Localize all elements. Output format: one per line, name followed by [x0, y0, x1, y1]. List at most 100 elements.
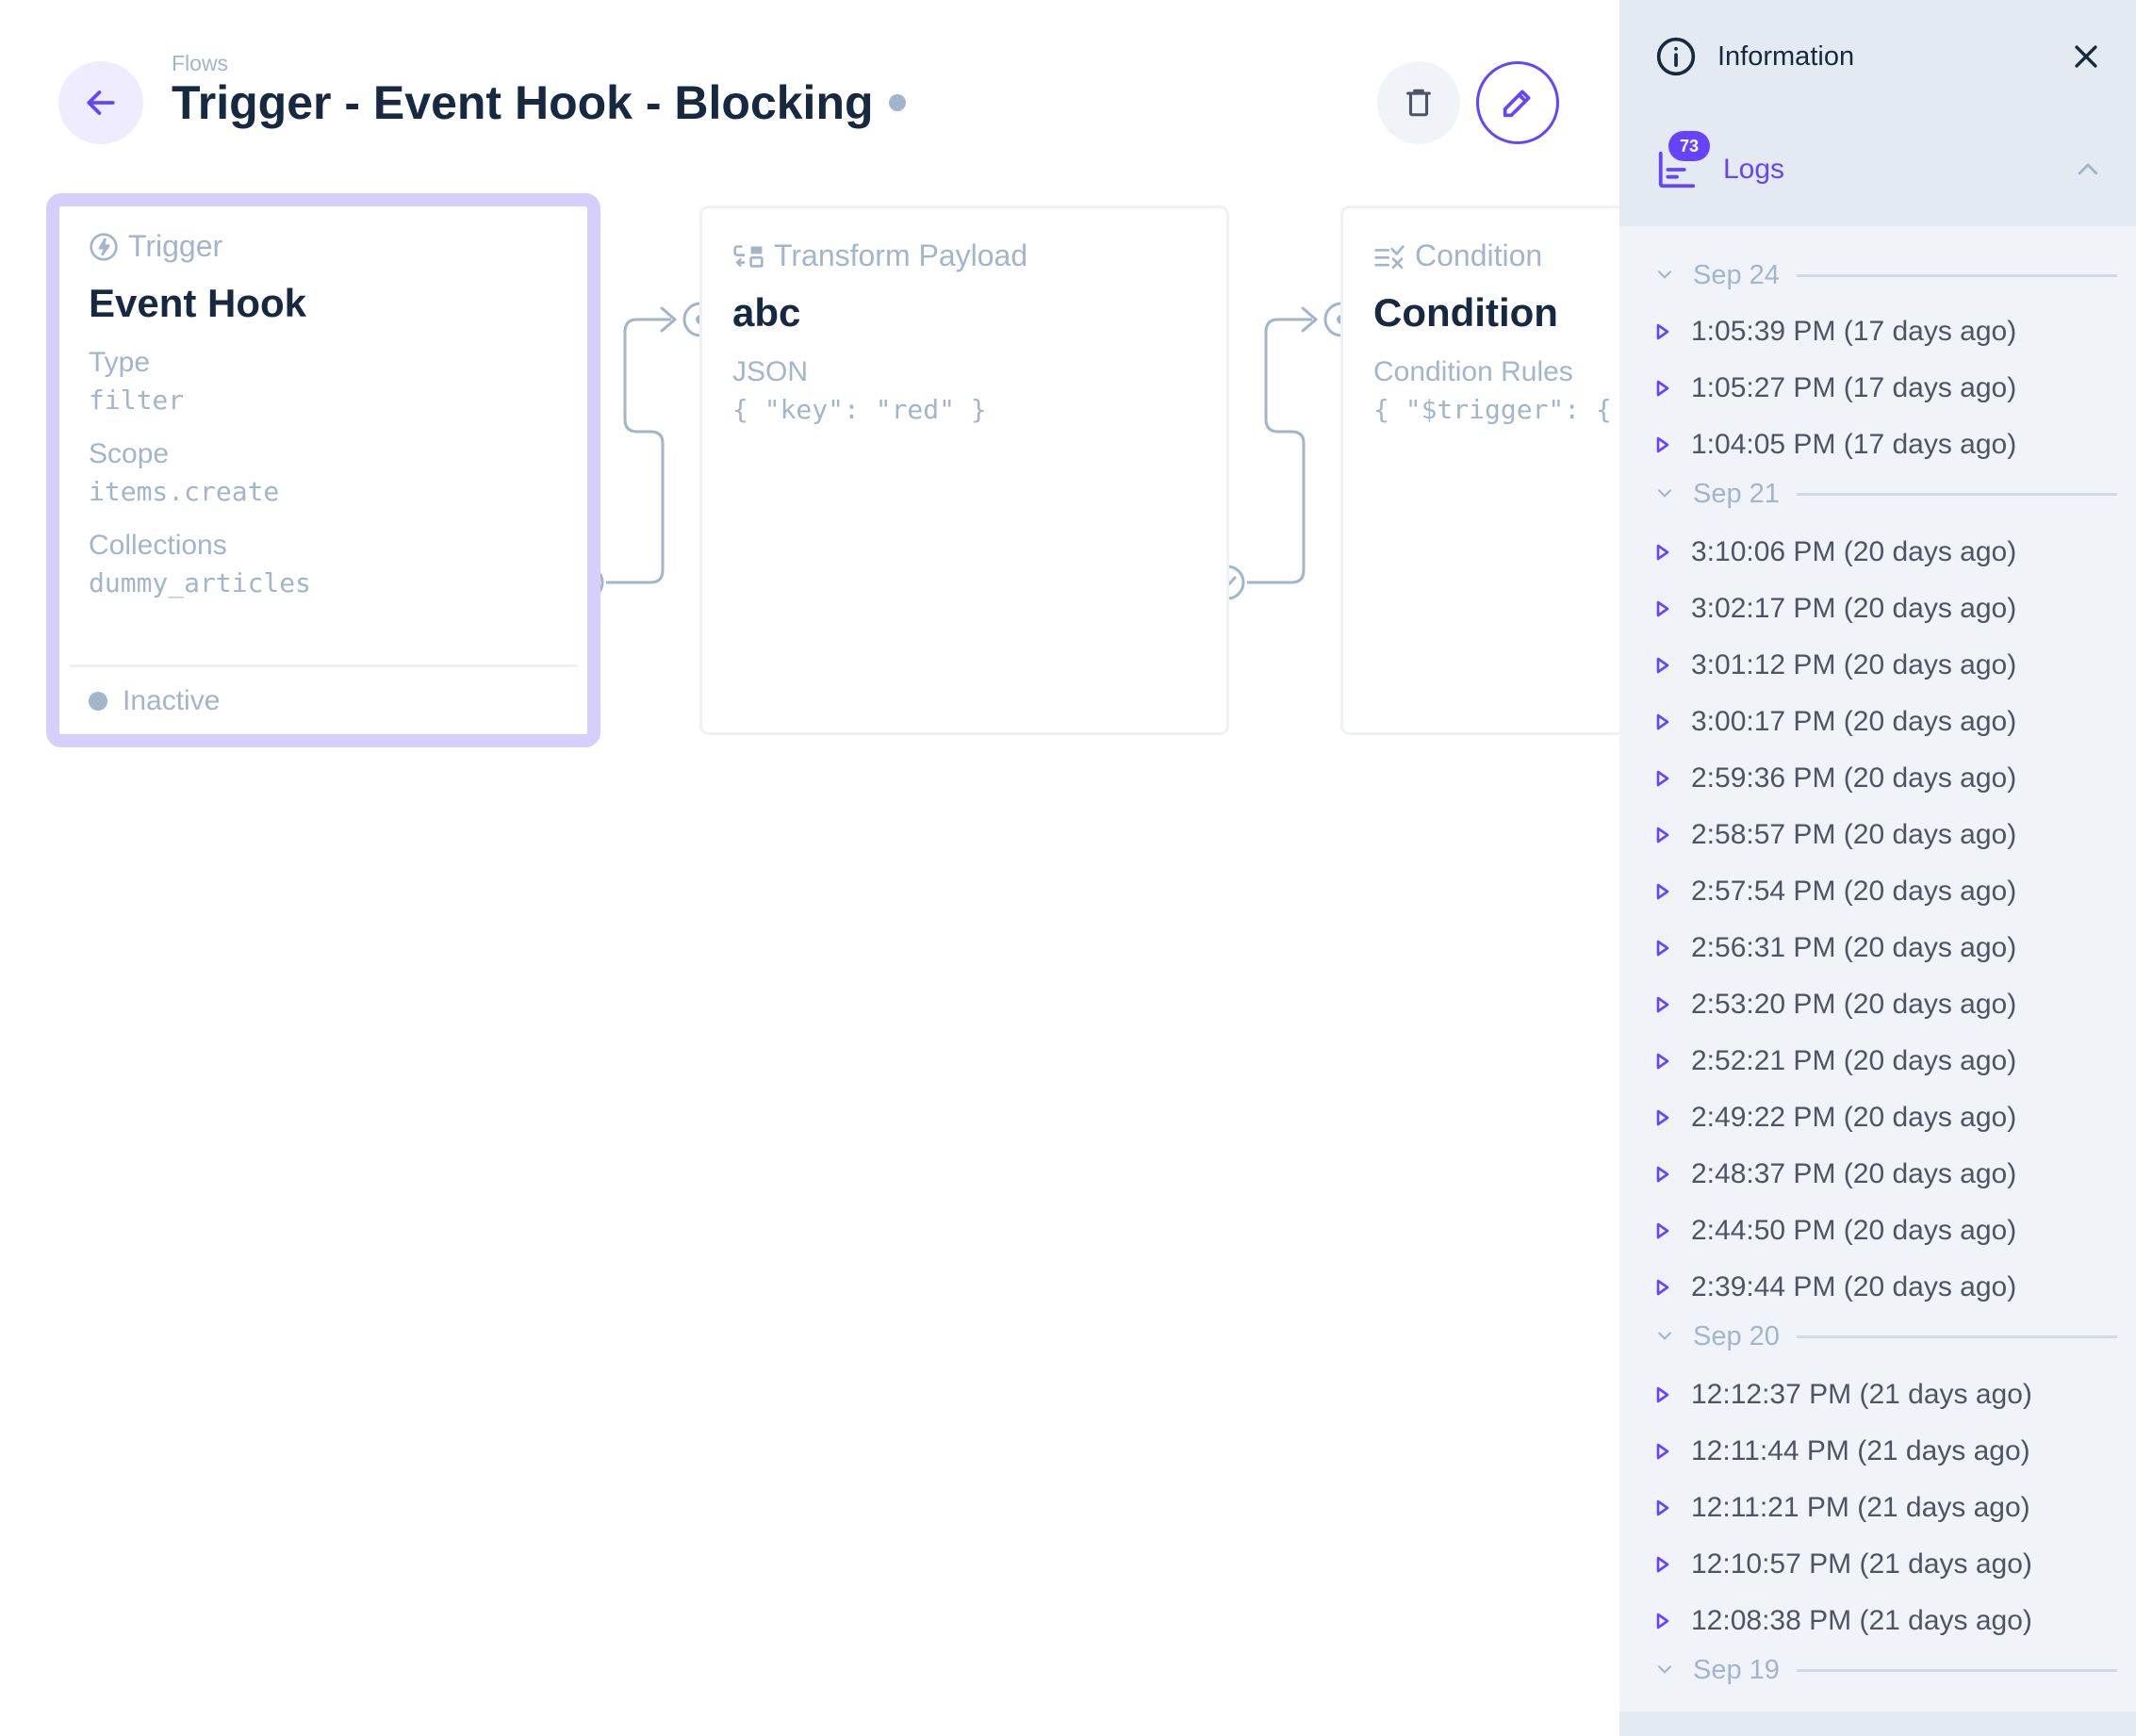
log-entry[interactable]: 3:10:06 PM (20 days ago) [1655, 524, 2117, 581]
field-label: Condition Rules [1373, 356, 1573, 387]
play-icon [1655, 435, 1676, 454]
log-entries: 3:10:06 PM (20 days ago) 3:02:17 PM (20 d… [1655, 515, 2117, 1316]
play-icon [1655, 599, 1676, 618]
log-entry[interactable]: 2:48:37 PM (20 days ago) [1655, 1146, 2117, 1203]
field-label: Collections [89, 530, 227, 561]
close-icon[interactable] [2070, 41, 2102, 73]
field-label: Scope [89, 438, 170, 469]
log-entry[interactable]: 2:58:57 PM (20 days ago) [1655, 807, 2117, 863]
log-group-header[interactable]: Sep 19 [1655, 1649, 2117, 1691]
connector-line [606, 318, 671, 584]
log-entry[interactable]: 12:11:44 PM (21 days ago) [1655, 1423, 2117, 1480]
breadcrumb[interactable]: Flows [172, 51, 229, 75]
log-entry-time: 2:39:44 PM (20 days ago) [1691, 1271, 2017, 1302]
log-group-date: Sep 24 [1693, 259, 1780, 290]
log-entry[interactable]: 2:39:44 PM (20 days ago) [1655, 1259, 2117, 1316]
play-icon [1655, 939, 1676, 958]
pencil-icon [1503, 90, 1531, 118]
log-entry[interactable]: 2:49:22 PM (20 days ago) [1655, 1089, 2117, 1146]
log-group-header[interactable]: Sep 21 [1655, 473, 2117, 515]
back-button[interactable] [58, 61, 143, 144]
play-icon [1655, 1612, 1676, 1630]
page-title: Trigger - Event Hook - Blocking [172, 75, 906, 130]
field-label: Type [89, 347, 151, 378]
play-icon [1655, 1221, 1676, 1240]
chevron-down-icon [1655, 479, 1676, 510]
status-dot [888, 94, 906, 111]
play-icon [1655, 543, 1676, 562]
connector-line [1247, 318, 1312, 584]
logs-label: Logs [1723, 154, 1785, 185]
panel-type-label: Condition [1415, 238, 1543, 272]
log-entry-time: 1:04:05 PM (17 days ago) [1691, 429, 2017, 460]
divider [1796, 273, 2117, 277]
panel-type: Condition [1373, 238, 1619, 273]
sidebar-title: Information [1717, 41, 1855, 72]
log-entry[interactable]: 2:52:21 PM (20 days ago) [1655, 1033, 2117, 1089]
log-entry[interactable]: 12:11:21 PM (21 days ago) [1655, 1480, 2117, 1536]
log-group-header[interactable]: Sep 24 [1655, 254, 2117, 296]
divider [1796, 1668, 2117, 1672]
log-entry[interactable]: 3:00:17 PM (20 days ago) [1655, 694, 2117, 750]
log-entry[interactable]: 12:10:57 PM (21 days ago) [1655, 1536, 2117, 1593]
panel-type: Trigger [89, 229, 558, 264]
log-entry[interactable]: 1:05:27 PM (17 days ago) [1655, 360, 2117, 417]
info-sidebar: Information 73 Logs Sep 24 1:05:39 PM (17… [1619, 0, 2136, 1736]
logs-section-toggle[interactable]: 73 Logs [1619, 113, 2136, 226]
log-entry[interactable]: 12:08:38 PM (21 days ago) [1655, 1593, 2117, 1649]
play-icon [1655, 712, 1676, 731]
log-entry[interactable]: 12:12:37 PM (21 days ago) [1655, 1367, 2117, 1423]
log-group: Sep 24 1:05:39 PM (17 days ago)1:05:27 PM… [1655, 254, 2117, 473]
delete-button[interactable] [1377, 61, 1460, 144]
log-entry-time: 2:59:36 PM (20 days ago) [1691, 762, 2017, 794]
connector-arrow [1301, 306, 1318, 333]
log-entry[interactable]: 2:44:50 PM (20 days ago) [1655, 1203, 2117, 1259]
edit-button[interactable] [1476, 61, 1559, 144]
log-entry-time: 2:57:54 PM (20 days ago) [1691, 876, 2017, 907]
log-entries: 1:05:39 PM (17 days ago)1:05:27 PM (17 d… [1655, 296, 2117, 473]
field-value: { "key": "red" } [732, 394, 987, 425]
log-entry[interactable]: 3:02:17 PM (20 days ago) [1655, 581, 2117, 637]
log-entries [1655, 1691, 2117, 1700]
log-entry-time: 2:53:20 PM (20 days ago) [1691, 989, 2017, 1020]
sidebar-header: Information [1619, 0, 2136, 113]
trigger-panel[interactable]: Trigger Event Hook Type filter Scope ite… [46, 193, 600, 747]
log-entry-time: 2:52:21 PM (20 days ago) [1691, 1045, 2017, 1076]
field-value: dummy_articles [89, 567, 312, 598]
logs-icon [1658, 151, 1696, 188]
flow-canvas[interactable]: Trigger Event Hook Type filter Scope ite… [0, 170, 1619, 1736]
log-entry[interactable]: 2:57:54 PM (20 days ago) [1655, 863, 2117, 920]
field-label: JSON [732, 356, 809, 387]
panel-type: Transform Payload [732, 238, 1196, 273]
panel-name: Condition [1373, 290, 1558, 335]
log-group-header[interactable]: Sep 20 [1655, 1316, 2117, 1357]
divider [1796, 1335, 2117, 1338]
log-entry[interactable]: 1:05:39 PM (17 days ago) [1655, 303, 2117, 360]
log-entry[interactable]: 2:53:20 PM (20 days ago) [1655, 976, 2117, 1033]
log-entry-time: 2:56:31 PM (20 days ago) [1691, 932, 2017, 963]
log-entry[interactable]: 1:04:05 PM (17 days ago) [1655, 417, 2117, 473]
chevron-down-icon [1655, 260, 1676, 291]
play-icon [1655, 1052, 1676, 1071]
log-entry[interactable]: 2:56:31 PM (20 days ago) [1655, 920, 2117, 976]
bolt-icon [90, 232, 118, 261]
divider [69, 664, 578, 667]
log-entry[interactable]: 2:59:36 PM (20 days ago) [1655, 750, 2117, 807]
play-icon [1655, 1278, 1676, 1297]
log-list: Sep 24 1:05:39 PM (17 days ago)1:05:27 PM… [1619, 226, 2136, 1700]
status-indicator[interactable]: Inactive [89, 685, 220, 717]
info-icon [1656, 37, 1696, 76]
transform-panel[interactable]: Transform Payload abc JSON { "key": "red… [699, 205, 1229, 735]
play-icon [1655, 882, 1676, 901]
play-icon [1655, 826, 1676, 844]
log-entries: 12:12:37 PM (21 days ago)12:11:44 PM (21… [1655, 1357, 2117, 1649]
log-entry-time: 2:48:37 PM (20 days ago) [1691, 1158, 2017, 1189]
condition-panel[interactable]: Condition Condition Condition Rules { "$… [1340, 205, 1619, 735]
connector-arrow [660, 306, 677, 333]
sidebar-footer [1619, 1711, 2136, 1736]
chevron-up-icon[interactable] [2074, 156, 2102, 184]
log-group-date: Sep 21 [1693, 478, 1780, 509]
log-entry-time: 3:02:17 PM (20 days ago) [1691, 593, 2017, 624]
log-entry[interactable]: 3:01:12 PM (20 days ago) [1655, 637, 2117, 694]
